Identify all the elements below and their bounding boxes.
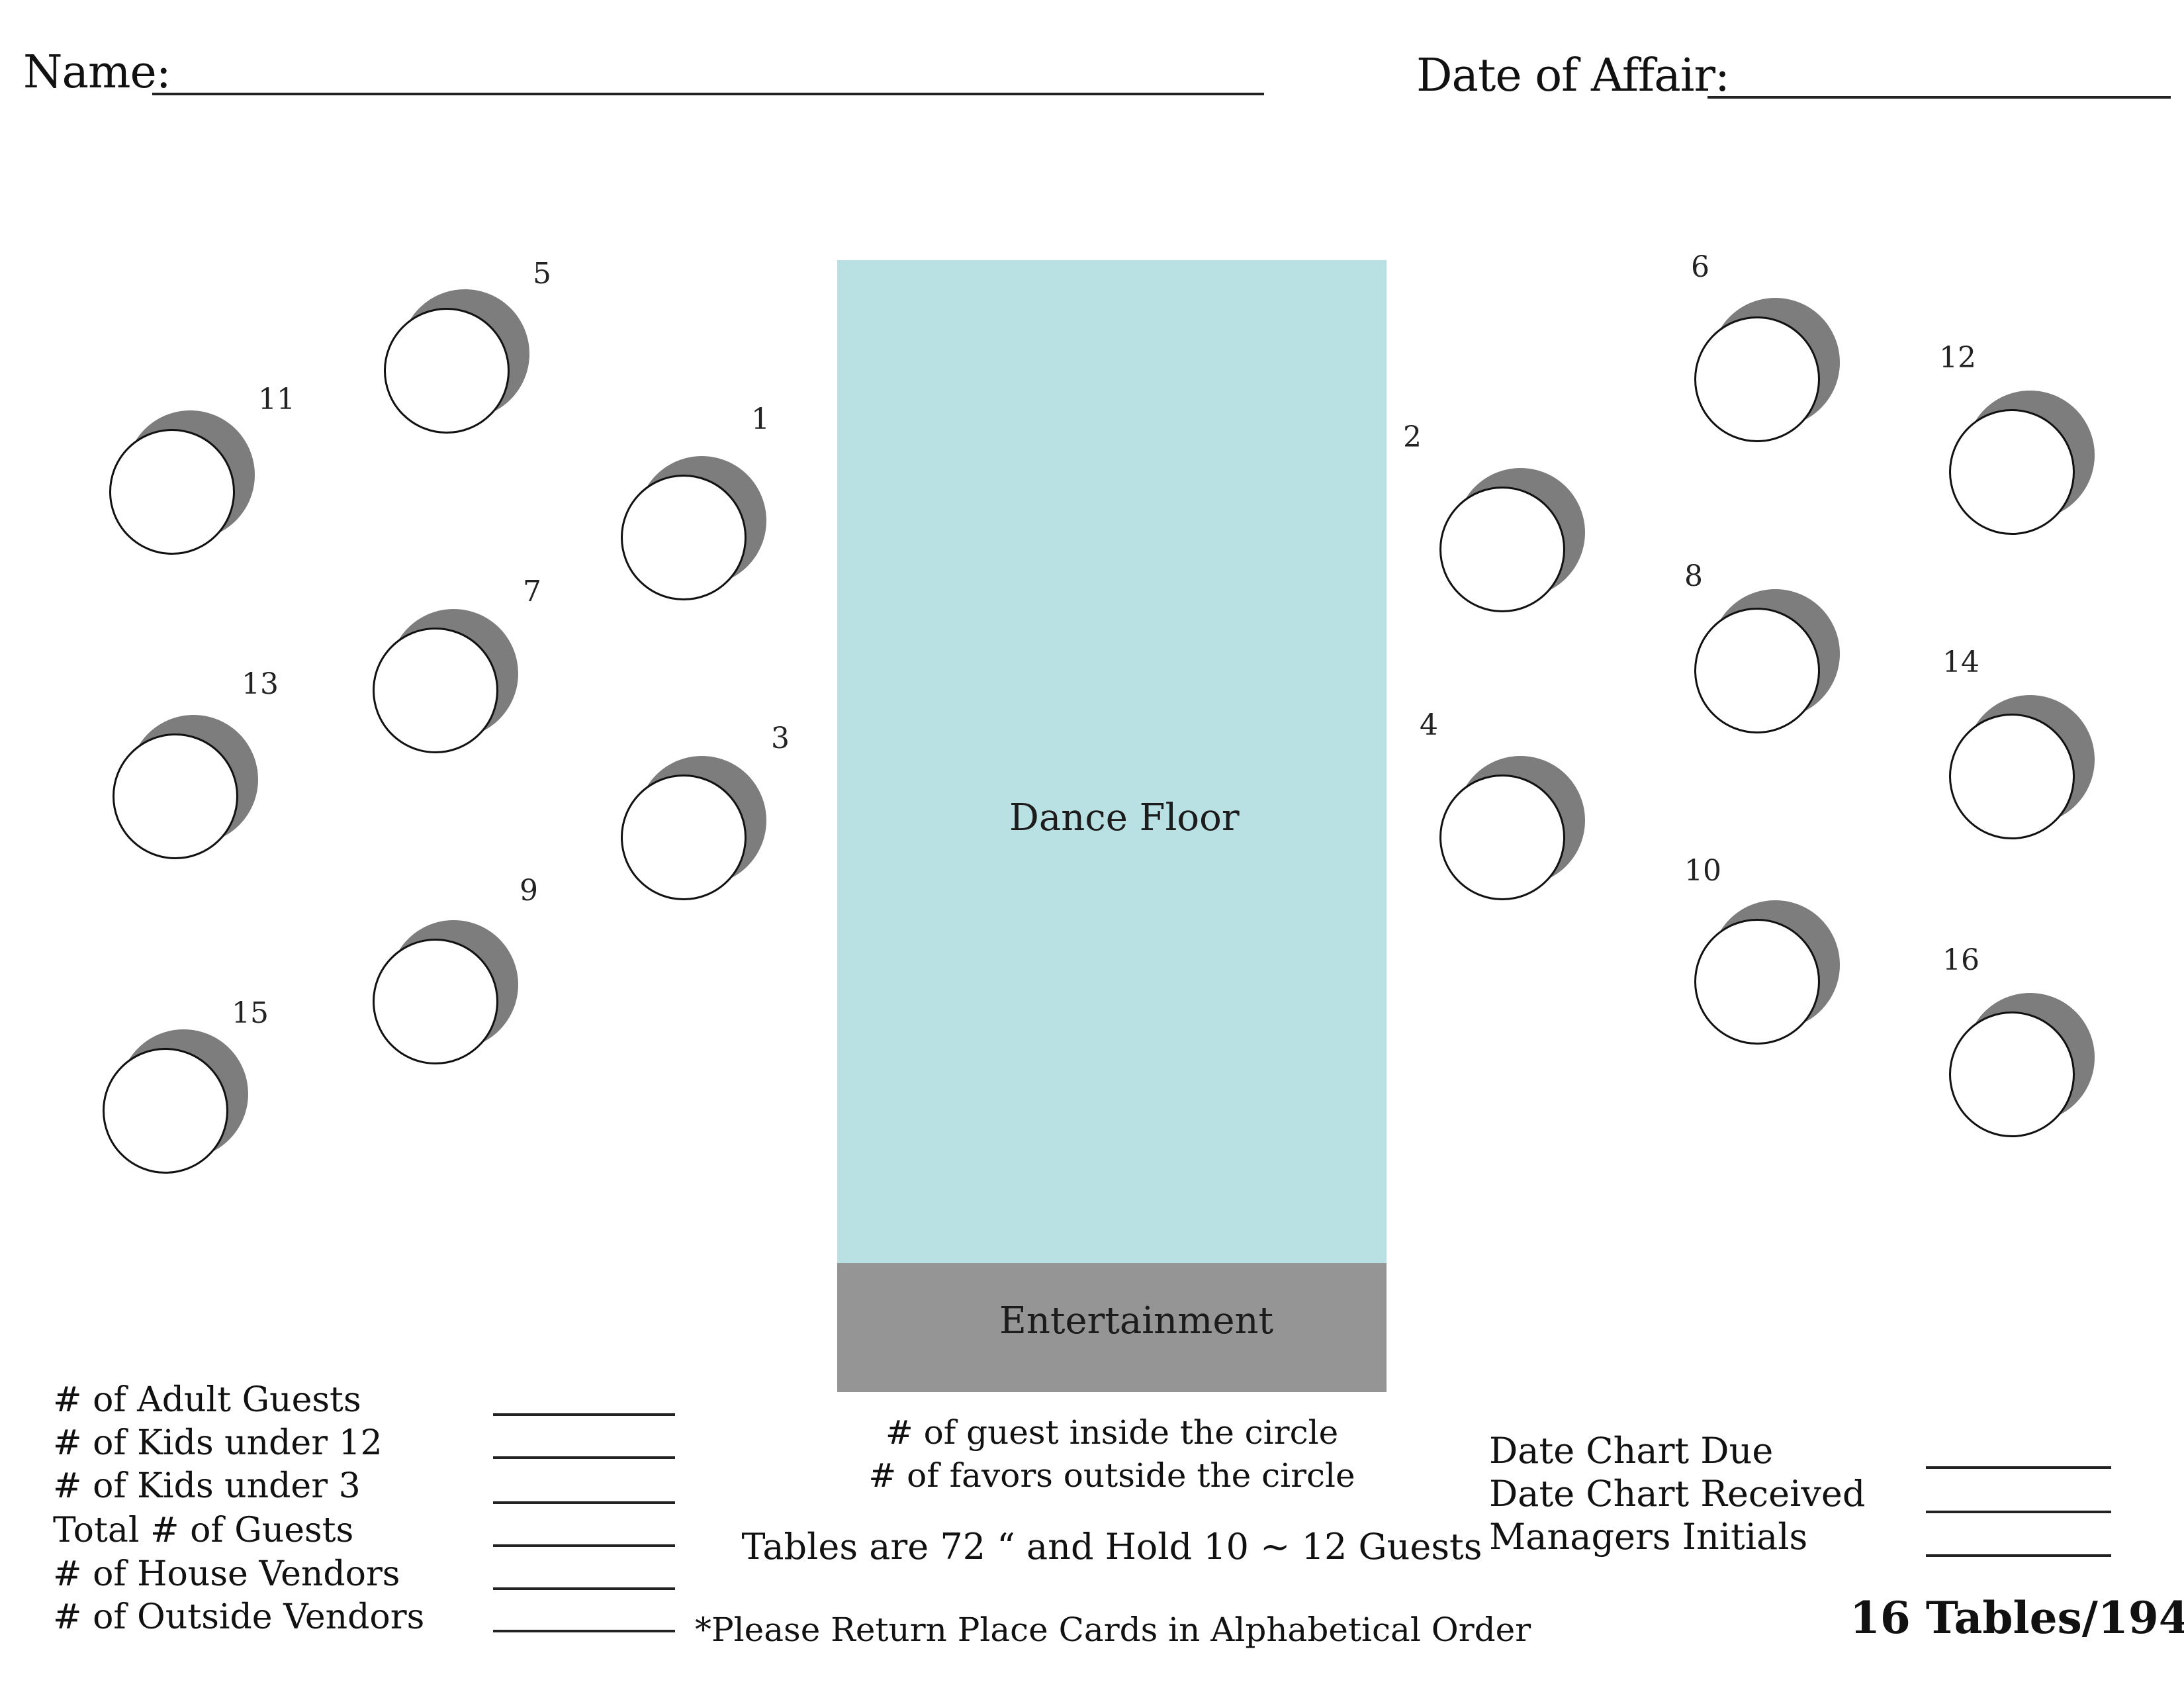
date-field-line[interactable] xyxy=(1707,96,2171,99)
table-4[interactable] xyxy=(1439,756,1585,920)
date-of-affair-label: Date of Affair: xyxy=(1416,50,1730,102)
adult-guests-field[interactable] xyxy=(493,1413,675,1416)
date-chart-due-field[interactable] xyxy=(1926,1466,2111,1469)
entertainment-area: Entertainment xyxy=(837,1263,1387,1392)
kids-under-12-label: # of Kids under 12 xyxy=(53,1423,383,1463)
table-number-14: 14 xyxy=(1942,645,1979,679)
outside-circle-note: # of favors outside the circle xyxy=(868,1456,1355,1495)
house-vendors-field[interactable] xyxy=(493,1587,675,1590)
table-8[interactable] xyxy=(1694,589,1840,753)
kids-under-3-field[interactable] xyxy=(493,1501,675,1504)
dance-floor-label: Dance Floor xyxy=(1009,796,1240,839)
table-6[interactable] xyxy=(1694,298,1840,462)
table-number-8: 8 xyxy=(1684,559,1703,593)
inside-circle-note: # of guest inside the circle xyxy=(885,1413,1339,1452)
table-number-4: 4 xyxy=(1420,708,1438,742)
adult-guests-label: # of Adult Guests xyxy=(53,1380,361,1420)
place-cards-note: *Please Return Place Cards in Alphabetic… xyxy=(695,1611,1531,1649)
table-number-1: 1 xyxy=(751,402,770,436)
table-16[interactable] xyxy=(1949,993,2095,1157)
table-number-6: 6 xyxy=(1691,250,1709,284)
dance-floor: Dance Floor xyxy=(837,260,1387,1263)
date-chart-due-label: Date Chart Due xyxy=(1489,1430,1774,1472)
table-number-9: 9 xyxy=(520,874,538,908)
table-3[interactable] xyxy=(621,756,766,920)
entertainment-label: Entertainment xyxy=(999,1299,1274,1342)
table-number-10: 10 xyxy=(1684,854,1721,888)
managers-initials-field[interactable] xyxy=(1926,1554,2111,1557)
total-guests-field[interactable] xyxy=(493,1544,675,1547)
name-label: Name: xyxy=(23,46,171,99)
name-field-line[interactable] xyxy=(152,93,1264,95)
table-2[interactable] xyxy=(1439,468,1585,632)
table-11[interactable] xyxy=(109,410,255,575)
table-number-2: 2 xyxy=(1403,420,1422,454)
outside-vendors-label: # of Outside Vendors xyxy=(53,1597,425,1637)
table-5[interactable] xyxy=(384,289,529,453)
kids-under-12-field[interactable] xyxy=(493,1456,675,1459)
total-guests-label: Total # of Guests xyxy=(53,1511,354,1550)
table-number-15: 15 xyxy=(232,996,269,1030)
table-12[interactable] xyxy=(1949,391,2095,555)
house-vendors-label: # of House Vendors xyxy=(53,1554,400,1594)
kids-under-3-label: # of Kids under 3 xyxy=(53,1466,361,1506)
table-number-11: 11 xyxy=(258,383,295,416)
table-number-16: 16 xyxy=(1942,943,1979,977)
table-10[interactable] xyxy=(1694,900,1840,1064)
outside-vendors-field[interactable] xyxy=(493,1630,675,1632)
tables-summary: 16 Tables/194 xyxy=(1850,1592,2184,1644)
table-14[interactable] xyxy=(1949,695,2095,859)
table-1[interactable] xyxy=(621,456,766,620)
table-size-note: Tables are 72 “ and Hold 10 ~ 12 Guests xyxy=(741,1526,1482,1568)
date-chart-received-label: Date Chart Received xyxy=(1489,1473,1866,1515)
date-chart-received-field[interactable] xyxy=(1926,1511,2111,1513)
table-number-3: 3 xyxy=(771,722,790,755)
table-7[interactable] xyxy=(373,609,518,773)
table-9[interactable] xyxy=(373,920,518,1084)
table-13[interactable] xyxy=(113,715,258,879)
table-15[interactable] xyxy=(103,1029,248,1194)
table-number-12: 12 xyxy=(1939,341,1976,375)
table-number-13: 13 xyxy=(242,667,279,701)
table-number-5: 5 xyxy=(533,257,551,291)
managers-initials-label: Managers Initials xyxy=(1489,1516,1808,1558)
table-number-7: 7 xyxy=(523,575,541,608)
